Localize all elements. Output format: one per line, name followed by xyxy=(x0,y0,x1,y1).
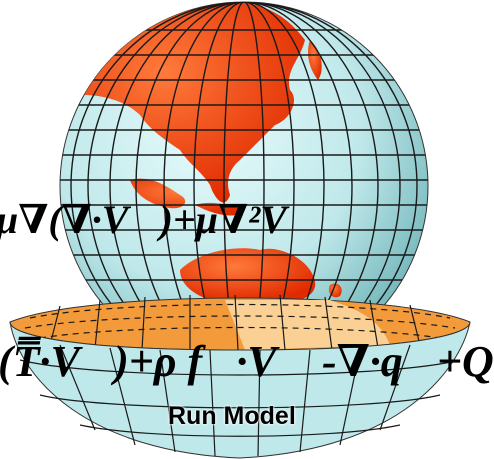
run-model-button[interactable]: Run Model xyxy=(168,402,296,430)
globe-illustration xyxy=(9,1,471,459)
grid-slab-icon xyxy=(9,294,471,459)
slab-top-highlight xyxy=(225,300,390,350)
equation-top: μ∇(∇·V⃗)+μ∇²V⃗ xyxy=(0,197,318,242)
australia-landmass xyxy=(180,248,316,300)
indonesia-islands xyxy=(130,178,245,216)
globe-icon xyxy=(59,1,429,371)
equation-bottom: (T̿·V⃗)+ρ f⃗·V⃗ -∇·q⃗+Q xyxy=(0,337,494,386)
asia-landmass xyxy=(70,2,305,203)
japan-islands xyxy=(307,40,322,80)
